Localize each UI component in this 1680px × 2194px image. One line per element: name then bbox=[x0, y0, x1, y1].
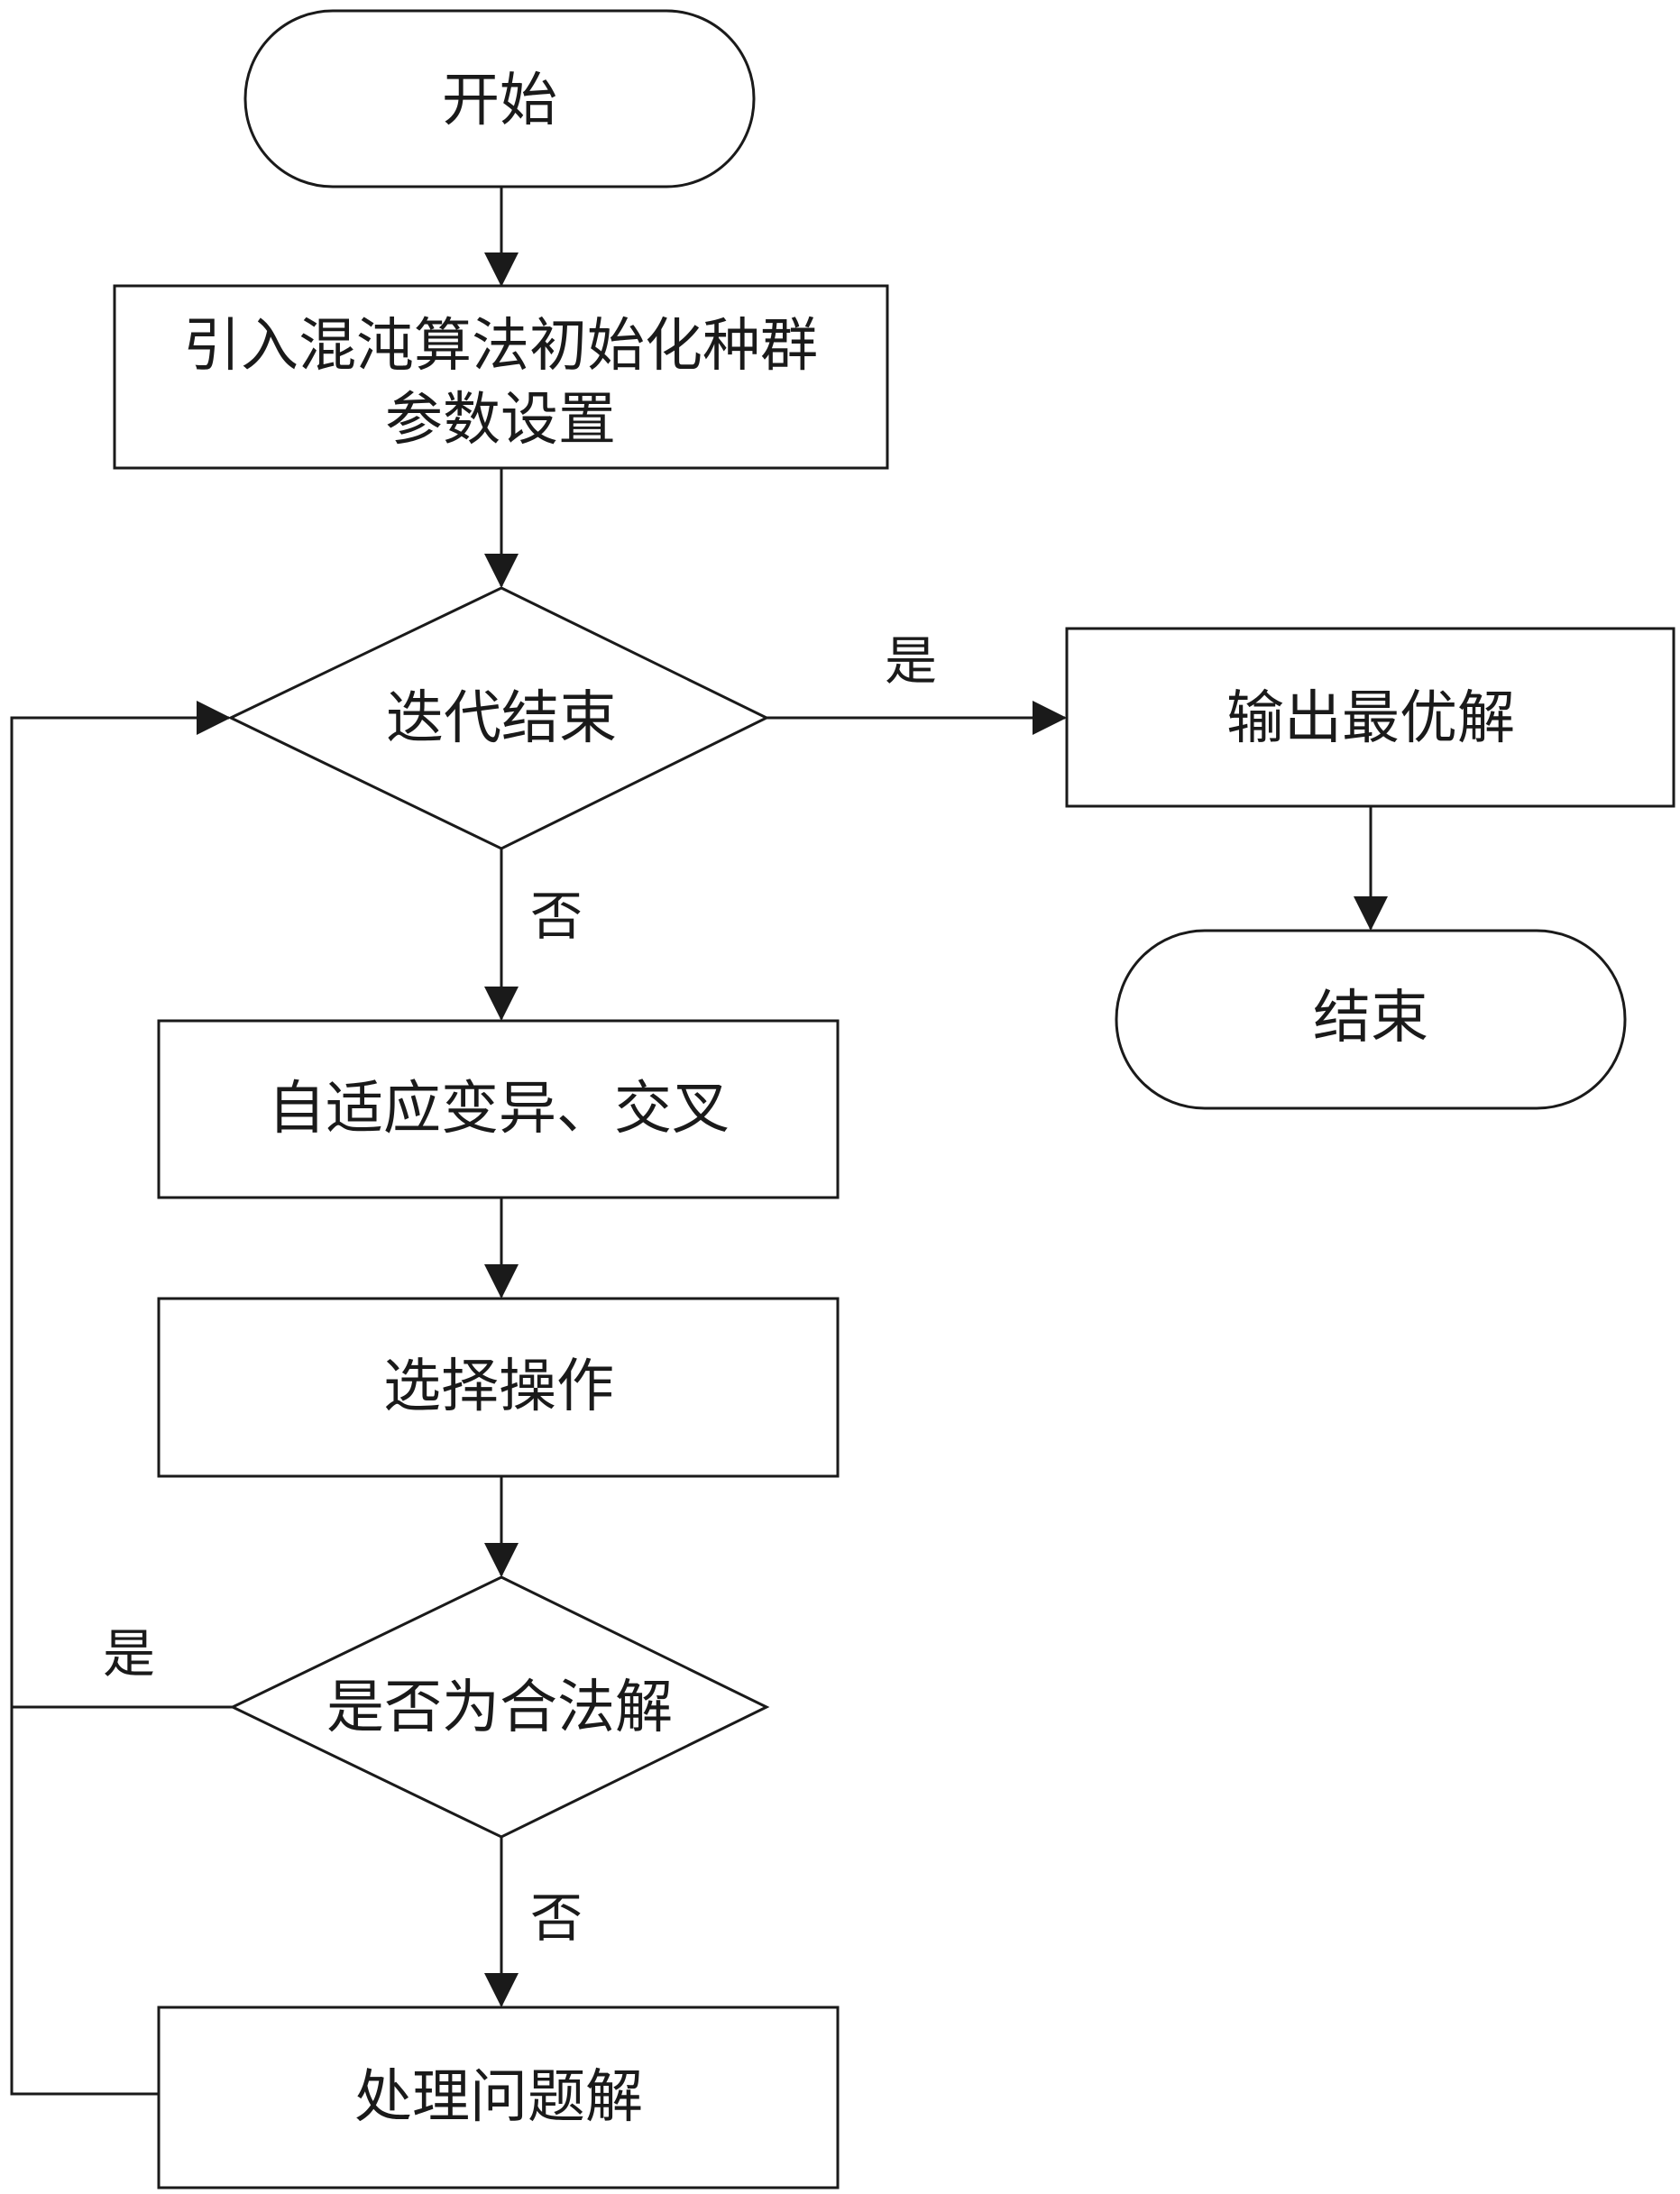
output-label: 输出最优解 bbox=[1226, 685, 1515, 752]
arrowhead-select bbox=[484, 1264, 519, 1299]
arrowhead-loop bbox=[197, 701, 231, 735]
node-select: 选择操作 bbox=[157, 1297, 840, 1478]
edge-label-legal-no: 否 bbox=[530, 1887, 583, 1949]
init-process-shape bbox=[113, 284, 889, 470]
arrowhead-mutate bbox=[484, 987, 519, 1021]
node-handle: 处理问题解 bbox=[157, 2006, 840, 2189]
mutate-label: 自适应变异、交叉 bbox=[268, 1076, 730, 1143]
select-label: 选择操作 bbox=[383, 1354, 614, 1420]
arrowhead-end bbox=[1354, 896, 1388, 931]
node-iter-end: 迭代结束 bbox=[227, 586, 770, 850]
handle-process-shape bbox=[157, 2006, 840, 2189]
node-end: 结束 bbox=[1115, 929, 1627, 1110]
node-output: 输出最优解 bbox=[1065, 627, 1675, 808]
node-legal: 是否为合法解 bbox=[229, 1575, 770, 1839]
iter-end-decision-shape bbox=[227, 586, 770, 850]
arrowhead-handle bbox=[484, 1973, 519, 2007]
arrowhead-legal bbox=[484, 1543, 519, 1577]
edges bbox=[10, 187, 1388, 2096]
arrowhead-init bbox=[484, 252, 519, 287]
end-terminal-shape bbox=[1115, 929, 1627, 1110]
arrowhead-iter bbox=[484, 554, 519, 588]
mutate-process-shape bbox=[157, 1019, 840, 1199]
edge-label-legal-yes: 是 bbox=[103, 1623, 155, 1685]
legal-decision-shape bbox=[229, 1575, 770, 1839]
init-label-line2: 参数设置 bbox=[385, 387, 616, 454]
iter-end-label: 迭代结束 bbox=[386, 685, 617, 752]
select-process-shape bbox=[157, 1297, 840, 1478]
init-label-line1: 引入混沌算法初始化种群 bbox=[183, 313, 818, 380]
node-start: 开始 bbox=[243, 9, 756, 188]
handle-label: 处理问题解 bbox=[354, 2064, 643, 2131]
end-label: 结束 bbox=[1313, 985, 1428, 1051]
start-terminal-shape bbox=[243, 9, 756, 188]
start-label: 开始 bbox=[442, 68, 557, 134]
node-mutate: 自适应变异、交叉 bbox=[157, 1019, 840, 1199]
edge-handle-feedback bbox=[10, 716, 229, 2096]
node-init: 引入混沌算法初始化种群 参数设置 bbox=[113, 284, 889, 470]
legal-label: 是否为合法解 bbox=[326, 1675, 673, 1741]
arrowhead-output bbox=[1033, 701, 1067, 735]
edge-label-iter-yes: 是 bbox=[885, 630, 937, 692]
edge-label-iter-no: 否 bbox=[530, 886, 583, 947]
output-process-shape bbox=[1065, 627, 1675, 808]
